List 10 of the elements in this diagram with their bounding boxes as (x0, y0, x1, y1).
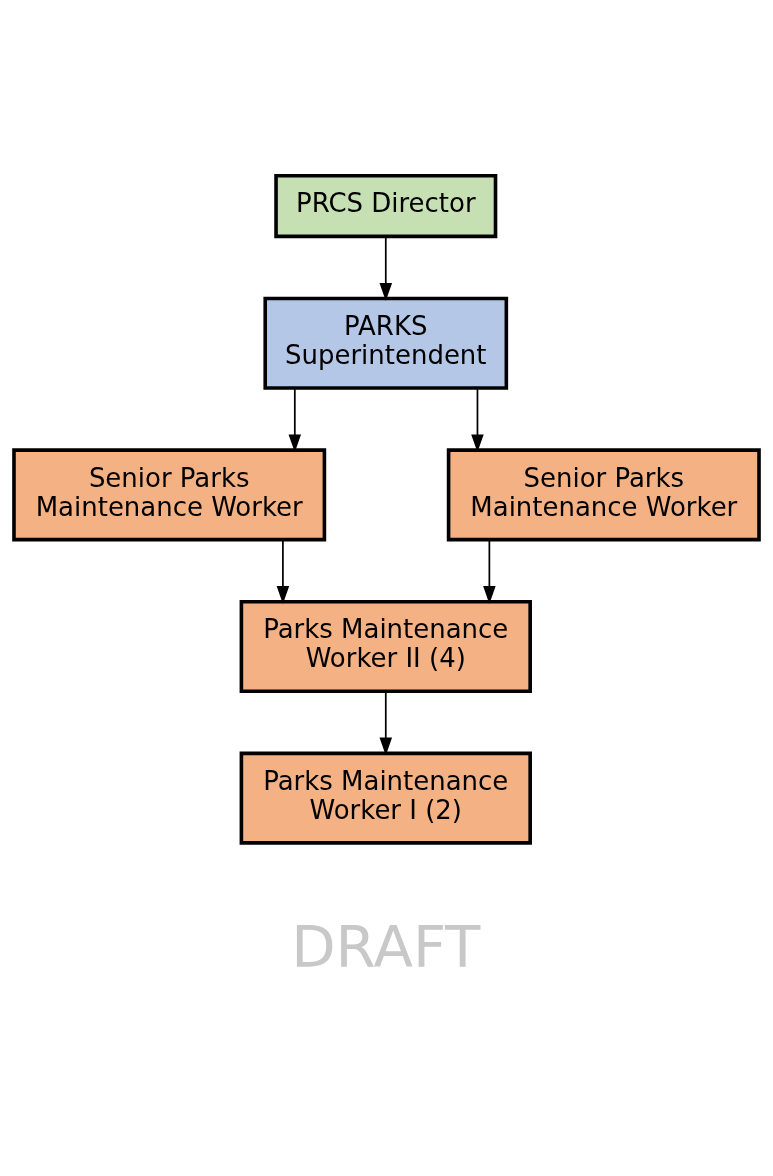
arrow (379, 235, 393, 301)
arrow (276, 539, 290, 604)
arrow (483, 539, 496, 604)
node-box: PRCS Director (274, 173, 498, 239)
node-box: Parks Maintenance Worker II (4) (239, 599, 532, 694)
node-box: PARKS Superintendent (263, 296, 509, 390)
node-box: Parks Maintenance Worker I (2) (239, 751, 532, 845)
arrow (379, 690, 393, 756)
node-box: Senior Parks Maintenance Worker (12, 448, 327, 542)
node-box: Senior Parks Maintenance Worker (446, 448, 761, 542)
